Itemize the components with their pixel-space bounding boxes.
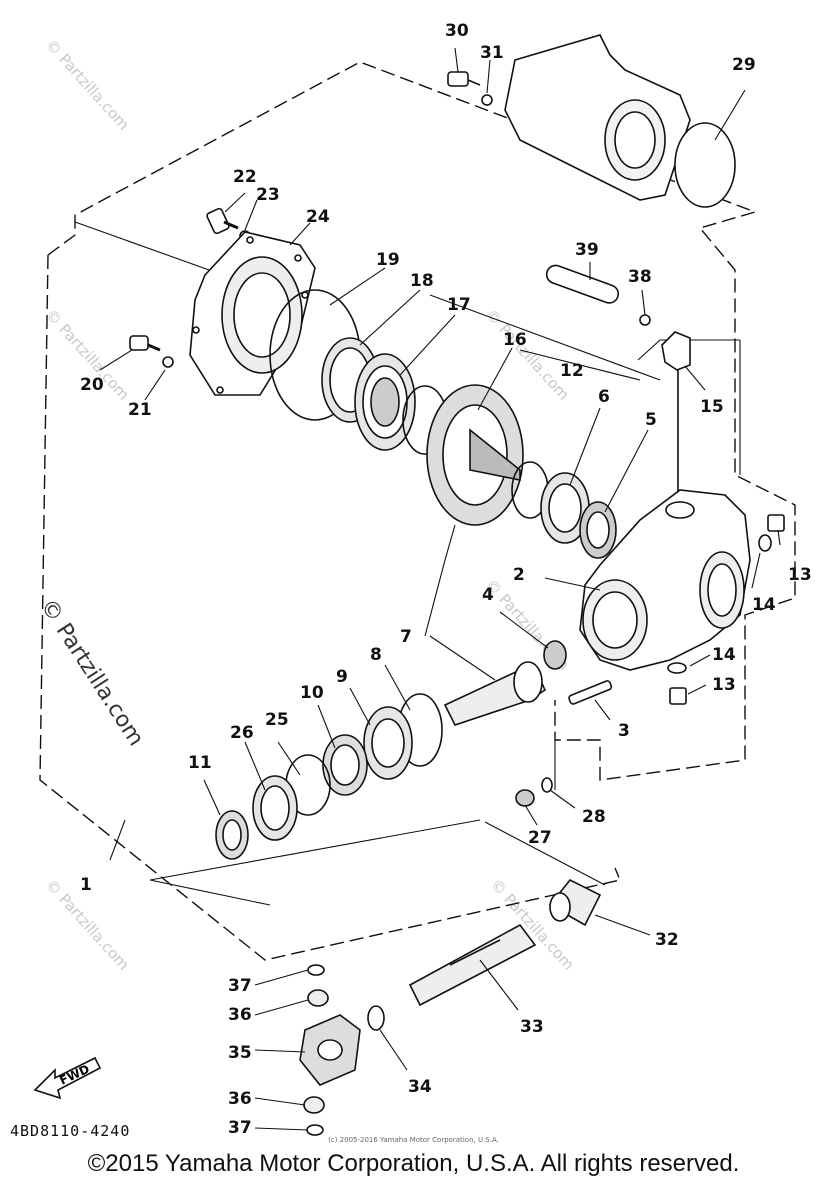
callout-10: 10	[300, 683, 324, 703]
callout-32: 32	[655, 930, 679, 950]
bolt-22	[206, 207, 230, 235]
callout-15: 15	[700, 397, 724, 417]
clip-34	[367, 1005, 385, 1031]
driveshaft-group	[299, 878, 602, 1136]
upper-housing-group	[447, 34, 736, 208]
callout-9: 9	[336, 667, 348, 687]
watermark-large: © Partzilla.com	[35, 595, 148, 751]
callout-3: 3	[618, 721, 630, 741]
callout-25: 25	[265, 710, 289, 730]
elbow-15	[661, 331, 691, 371]
callout-numbers: 1 2 3 4 5 6 7 8 9 10 11 12 13 13 14 14 1…	[80, 21, 812, 1138]
bolt-20	[129, 335, 149, 351]
callout-12: 12	[560, 361, 584, 381]
callout-37-top: 37	[228, 976, 252, 996]
callout-8: 8	[370, 645, 382, 665]
bolt-30	[447, 71, 469, 87]
callout-21: 21	[128, 400, 152, 420]
small-print: (c) 2005-2016 Yamaha Motor Corporation, …	[328, 1136, 499, 1144]
callout-4: 4	[482, 585, 494, 605]
callout-28: 28	[582, 807, 606, 827]
callout-29: 29	[732, 55, 756, 75]
callout-35: 35	[228, 1043, 252, 1063]
leader-lines	[74, 221, 741, 906]
callout-36-top: 36	[228, 1005, 252, 1025]
callout-34: 34	[408, 1077, 432, 1097]
plug-13-bottom	[669, 687, 687, 705]
callout-39: 39	[575, 240, 599, 260]
pinion-group	[215, 640, 613, 860]
callout-23: 23	[256, 185, 280, 205]
clip-38	[639, 314, 651, 326]
callout-31: 31	[480, 43, 504, 63]
callout-22: 22	[233, 167, 257, 187]
callout-20: 20	[80, 375, 104, 395]
fwd-arrow: FWD	[33, 1056, 102, 1100]
callout-36-bottom: 36	[228, 1089, 252, 1109]
cap-36-bottom	[303, 1096, 325, 1114]
callout-19: 19	[376, 250, 400, 270]
callout-1: 1	[80, 875, 92, 895]
callout-7: 7	[400, 627, 412, 647]
watermark-1: © Partzilla.com	[42, 36, 133, 134]
gear-stack-group	[269, 289, 617, 559]
callout-38: 38	[628, 267, 652, 287]
cover-group	[129, 207, 316, 396]
callout-5: 5	[645, 410, 657, 430]
stud-3	[568, 680, 613, 705]
callout-13-top: 13	[788, 565, 812, 585]
callout-24: 24	[306, 207, 330, 227]
drawing-code: 4BD8110-4240	[10, 1122, 131, 1140]
coupling-32	[548, 878, 602, 927]
callout-27: 27	[528, 828, 552, 848]
clip-37-top	[307, 964, 325, 976]
callout-14-bottom: 14	[712, 645, 736, 665]
pin-39	[545, 264, 620, 304]
washer-14-top	[758, 534, 772, 552]
callout-14-top: 14	[752, 595, 776, 615]
watermark-2: © Partzilla.com	[482, 306, 573, 404]
plug-13-top	[767, 514, 785, 532]
washer-28	[541, 777, 553, 793]
nut-27	[515, 789, 535, 807]
callout-leaders	[99, 47, 781, 1131]
washer-21	[162, 356, 174, 368]
washer-31	[481, 94, 493, 106]
shaft-33	[408, 923, 537, 1007]
copyright-footer: ©2015 Yamaha Motor Corporation, U.S.A. A…	[87, 1150, 740, 1177]
clip-37-bottom	[306, 1124, 324, 1136]
callout-26: 26	[230, 723, 254, 743]
gasket-29	[674, 122, 736, 208]
callout-30: 30	[445, 21, 469, 41]
callout-33: 33	[520, 1017, 544, 1037]
main-housing-group	[579, 489, 785, 705]
bearing-4	[543, 640, 567, 670]
washer-14-bottom	[667, 662, 687, 674]
fwd-label: FWD	[57, 1062, 91, 1088]
callout-6: 6	[598, 387, 610, 407]
callout-11: 11	[188, 753, 212, 773]
callout-18: 18	[410, 271, 434, 291]
cap-36-top	[307, 989, 329, 1007]
top-right-parts	[545, 264, 691, 505]
callout-2: 2	[513, 565, 525, 585]
output-housing	[504, 34, 691, 201]
assembly-boundary	[39, 61, 796, 961]
callout-13-bottom: 13	[712, 675, 736, 695]
callout-17: 17	[447, 295, 471, 315]
callout-37-bottom: 37	[228, 1118, 252, 1138]
callout-16: 16	[503, 330, 527, 350]
